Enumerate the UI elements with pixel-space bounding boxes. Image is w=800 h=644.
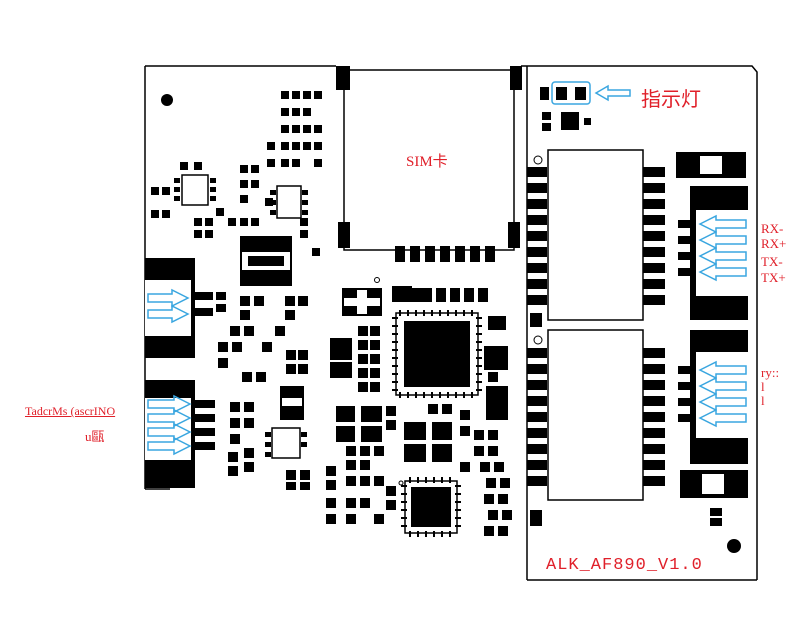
- board-model-label: ALK_AF890_V1.0: [546, 556, 703, 575]
- rx-minus-label: RX-: [761, 221, 784, 236]
- left-connector-note-line2: u甌: [85, 429, 105, 444]
- connector-right-top: [676, 152, 748, 320]
- sim-card-holder: [336, 66, 522, 262]
- transformer-bottom: [527, 329, 665, 526]
- secondary-chip-qfn: [401, 477, 461, 537]
- connector-left-bottom: [145, 380, 215, 488]
- transformer-top: [527, 149, 665, 327]
- indicator-light-label: 指示灯: [641, 87, 701, 111]
- connector-right-bottom: [678, 330, 748, 526]
- rx-plus-label: RX+: [761, 236, 787, 251]
- tx-minus-label: TX-: [761, 254, 783, 269]
- right-connector-partial-label: ry:: l l: [761, 366, 780, 408]
- main-chip-qfn: [392, 310, 482, 398]
- mounting-hole-bottom-right: [727, 539, 741, 553]
- tx-plus-label: TX+: [761, 270, 786, 285]
- sim-card-label: SIM卡: [406, 154, 448, 170]
- indicator-led: [540, 81, 631, 131]
- connector-left-top: [145, 258, 213, 358]
- passive-components: [151, 91, 512, 536]
- left-connector-note-line1: TadcrMs (ascrINO: [25, 404, 116, 418]
- mounting-hole-top-left: [161, 94, 173, 106]
